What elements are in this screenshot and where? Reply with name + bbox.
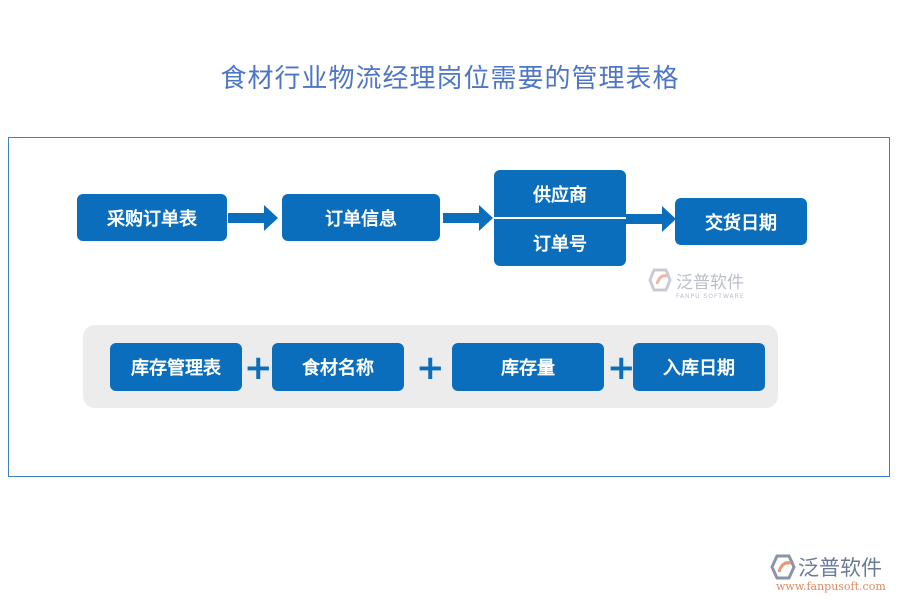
fanpu-logo-icon <box>770 554 796 580</box>
box-order-info: 订单信息 <box>282 194 440 241</box>
box-inbound-date: 入库日期 <box>633 343 765 391</box>
plus-icon: + <box>416 348 445 388</box>
box-purchase-order: 采购订单表 <box>77 194 227 241</box>
diagram-frame <box>8 137 890 477</box>
fanpu-logo-icon <box>648 268 672 292</box>
arrow-icon <box>228 205 278 231</box>
watermark-text: 泛普软件 <box>676 273 744 293</box>
box-order-number: 订单号 <box>494 219 626 266</box>
plus-icon: + <box>244 348 273 388</box>
box-ingredient-name: 食材名称 <box>272 343 404 391</box>
watermark: 泛普软件 FANPU SOFTWARE <box>648 268 745 300</box>
page-title: 食材行业物流经理岗位需要的管理表格 <box>220 64 680 94</box>
arrow-icon <box>626 206 676 232</box>
box-inventory-table: 库存管理表 <box>110 343 242 391</box>
arrow-icon <box>443 205 493 231</box>
watermark-subtext: FANPU SOFTWARE <box>676 293 745 300</box>
box-stock-quantity: 库存量 <box>452 343 604 391</box>
box-supplier: 供应商 <box>494 170 626 217</box>
brand-url: www.fanpusoft.com <box>776 580 886 593</box>
plus-icon: + <box>607 348 636 388</box>
brand-name: 泛普软件 <box>798 556 882 580</box>
box-delivery-date: 交货日期 <box>675 198 807 245</box>
